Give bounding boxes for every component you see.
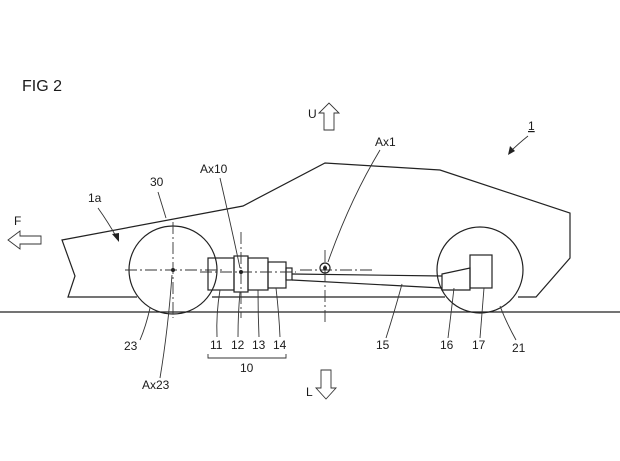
leader-vehicle-arrowhead: [508, 146, 515, 155]
front-label: F: [14, 214, 21, 228]
label-vehicle: 1: [528, 119, 535, 133]
unit-group-bracket: [207, 354, 287, 359]
leader-shaft: [385, 283, 403, 339]
part-16: [441, 267, 471, 291]
label-part-16: 16: [440, 338, 454, 352]
label-front-wheel: 23: [124, 339, 138, 353]
label-part-17: 17: [472, 338, 486, 352]
up-arrow-icon: [317, 102, 341, 131]
up-label: U: [308, 107, 317, 121]
drive-unit-stub: [285, 267, 293, 281]
leader-axis-23: [159, 274, 173, 379]
leader-axis-1: [327, 149, 381, 263]
rear-wheel: [436, 226, 524, 314]
part-17: [469, 254, 493, 289]
leader-unit-14: [275, 287, 281, 338]
label-unit-13: 13: [252, 338, 266, 352]
leader-axis-10: [219, 177, 241, 269]
figure-title: FIG 2: [22, 78, 62, 95]
leader-unit-11: [216, 289, 221, 338]
drive-shaft-top: [291, 273, 443, 277]
drive-shaft-bottom: [291, 279, 443, 289]
leader-rear-wheel: [499, 305, 517, 341]
low-arrow-icon: [314, 369, 338, 400]
axis-ax10-point: [239, 270, 243, 274]
leader-unit-12: [237, 291, 241, 338]
joint-ax1: [319, 262, 331, 274]
label-axis-23: Ax23: [142, 378, 170, 392]
drive-unit-13: [247, 257, 269, 291]
vehicle-body-outline: [61, 162, 571, 298]
label-unit-11: 11: [210, 338, 223, 352]
label-body: 30: [150, 175, 164, 189]
leader-part-16: [447, 287, 455, 339]
leader-unit-13: [257, 289, 260, 338]
label-rear-wheel: 21: [512, 341, 526, 355]
leader-body: [157, 191, 167, 219]
label-unit-group: 10: [240, 361, 254, 375]
label-axis-10: Ax10: [200, 162, 228, 176]
leader-front-wheel: [139, 307, 151, 341]
low-label: L: [306, 385, 313, 399]
label-unit-12: 12: [231, 338, 245, 352]
label-unit-14: 14: [273, 338, 287, 352]
leader-body-front-arrowhead: [112, 233, 119, 242]
leader-part-17: [479, 287, 485, 339]
leader-body-front: [97, 207, 118, 239]
drive-unit-14: [267, 261, 287, 289]
drive-unit-11: [207, 257, 235, 291]
front-arrow-icon: [7, 230, 42, 250]
label-body-front: 1a: [88, 191, 102, 205]
label-shaft: 15: [376, 338, 390, 352]
label-axis-1: Ax1: [375, 135, 396, 149]
front-wheel-center: [171, 268, 175, 272]
joint-ax1-center: [323, 266, 327, 270]
